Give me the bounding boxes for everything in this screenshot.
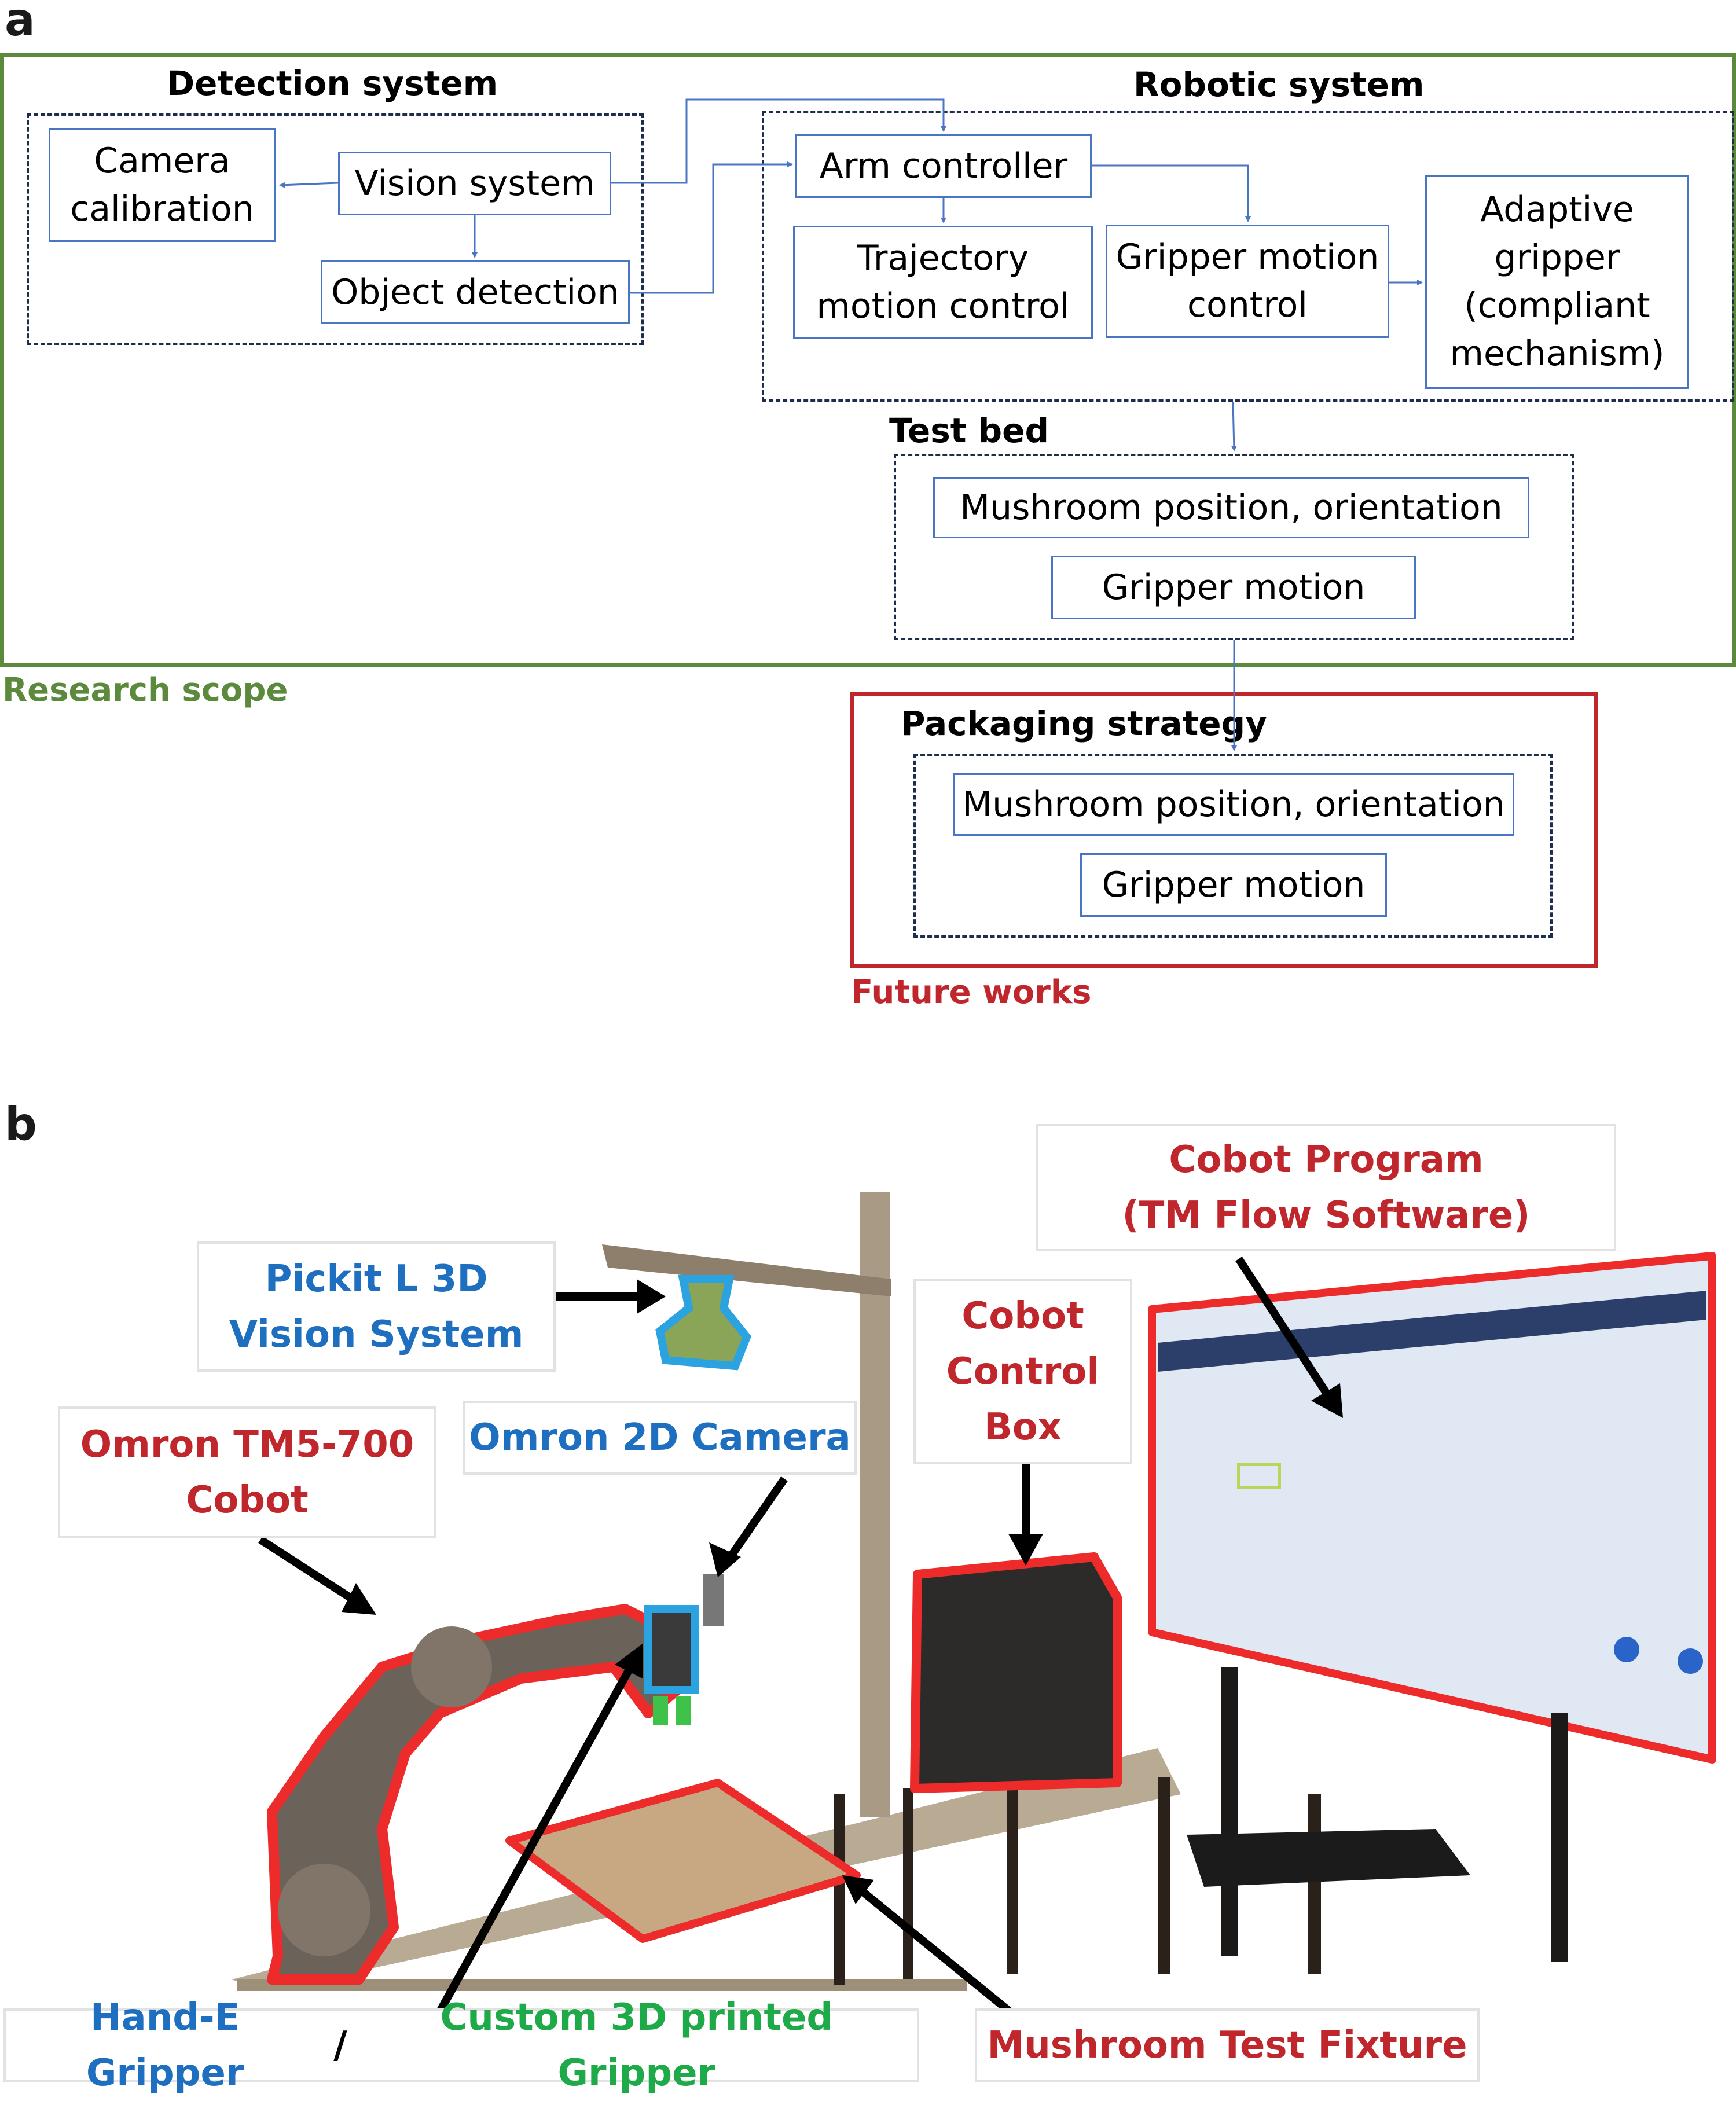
arrow-arm-to-gripper-control (1092, 164, 1251, 222)
camera-calibration-node: Camera calibration (49, 128, 276, 242)
panel-a-label: a (5, 0, 35, 46)
arrow-robotic-to-test-bed (1231, 401, 1237, 451)
omron-cobot-callout: Omron TM5-700 Cobot (58, 1406, 436, 1538)
control-box-callout: Cobot Control Box (913, 1279, 1132, 1464)
packaging-gripper-motion-node: Gripper motion (1080, 853, 1387, 917)
packaging-mushroom-position-node: Mushroom position, orientation (953, 773, 1514, 836)
monitor-tm-flow (1148, 1252, 1716, 1962)
cobot-program-callout: Cobot Program (TM Flow Software) (1036, 1124, 1616, 1251)
test-bed-gripper-motion-node: Gripper motion (1051, 556, 1416, 619)
packaging-strategy-title: Packaging strategy (901, 704, 1267, 743)
camera-post (602, 1192, 891, 1817)
callout-arrows (258, 1257, 1343, 2018)
future-works-frame (850, 692, 1598, 968)
test-bed-mushroom-position-node: Mushroom position, orientation (933, 477, 1529, 538)
arrow-vision-to-arm-controller (611, 98, 946, 184)
gripper-callout: Hand-E Gripper / Custom 3D printed Gripp… (3, 1996, 919, 2095)
object-detection-node: Object detection (321, 260, 630, 324)
arrow-object-detection-to-arm-controller (630, 161, 793, 294)
packaging-strategy-group (913, 754, 1553, 938)
test-fixture-callout: Mushroom Test Fixture (975, 2008, 1480, 2082)
cobot-setup-photo (232, 1192, 1716, 2018)
omron-camera-callout: Omron 2D Camera (463, 1401, 857, 1475)
pickit-vision-callout: Pickit L 3D Vision System (197, 1242, 556, 1372)
gripper-separator: / (333, 2024, 347, 2067)
future-works-label: Future works (851, 974, 1092, 1011)
robotic-system-title: Robotic system (1133, 65, 1425, 104)
gripper-assembly (644, 1574, 724, 1725)
cobot-control-box (910, 1552, 1122, 1793)
gripper-motion-control-node: Gripper motion control (1106, 225, 1389, 338)
arm-controller-node: Arm controller (795, 134, 1092, 198)
detection-system-group (27, 113, 644, 345)
adaptive-gripper-node: Adaptive gripper (compliant mechanism) (1425, 175, 1689, 389)
trajectory-motion-control-node: Trajectory motion control (793, 226, 1093, 339)
hand-e-gripper-label: Hand-E Gripper (86, 1996, 244, 2095)
pickit-camera-outline (655, 1275, 752, 1371)
connector-arrows (279, 98, 1423, 751)
research-scope-label: Research scope (2, 671, 288, 709)
cobot-arm (267, 1604, 682, 1985)
detection-system-title: Detection system (167, 64, 498, 103)
mushroom-test-fixture (505, 1779, 861, 1943)
vision-system-node: Vision system (338, 152, 611, 215)
custom-gripper-label: Custom 3D printed Gripper (440, 1996, 834, 2095)
test-bed-group (894, 454, 1574, 640)
arrow-vision-to-calibration (279, 182, 339, 188)
panel-b-label: b (5, 1099, 37, 1151)
robotic-system-group (762, 111, 1734, 402)
test-bed-title: Test bed (889, 411, 1049, 450)
